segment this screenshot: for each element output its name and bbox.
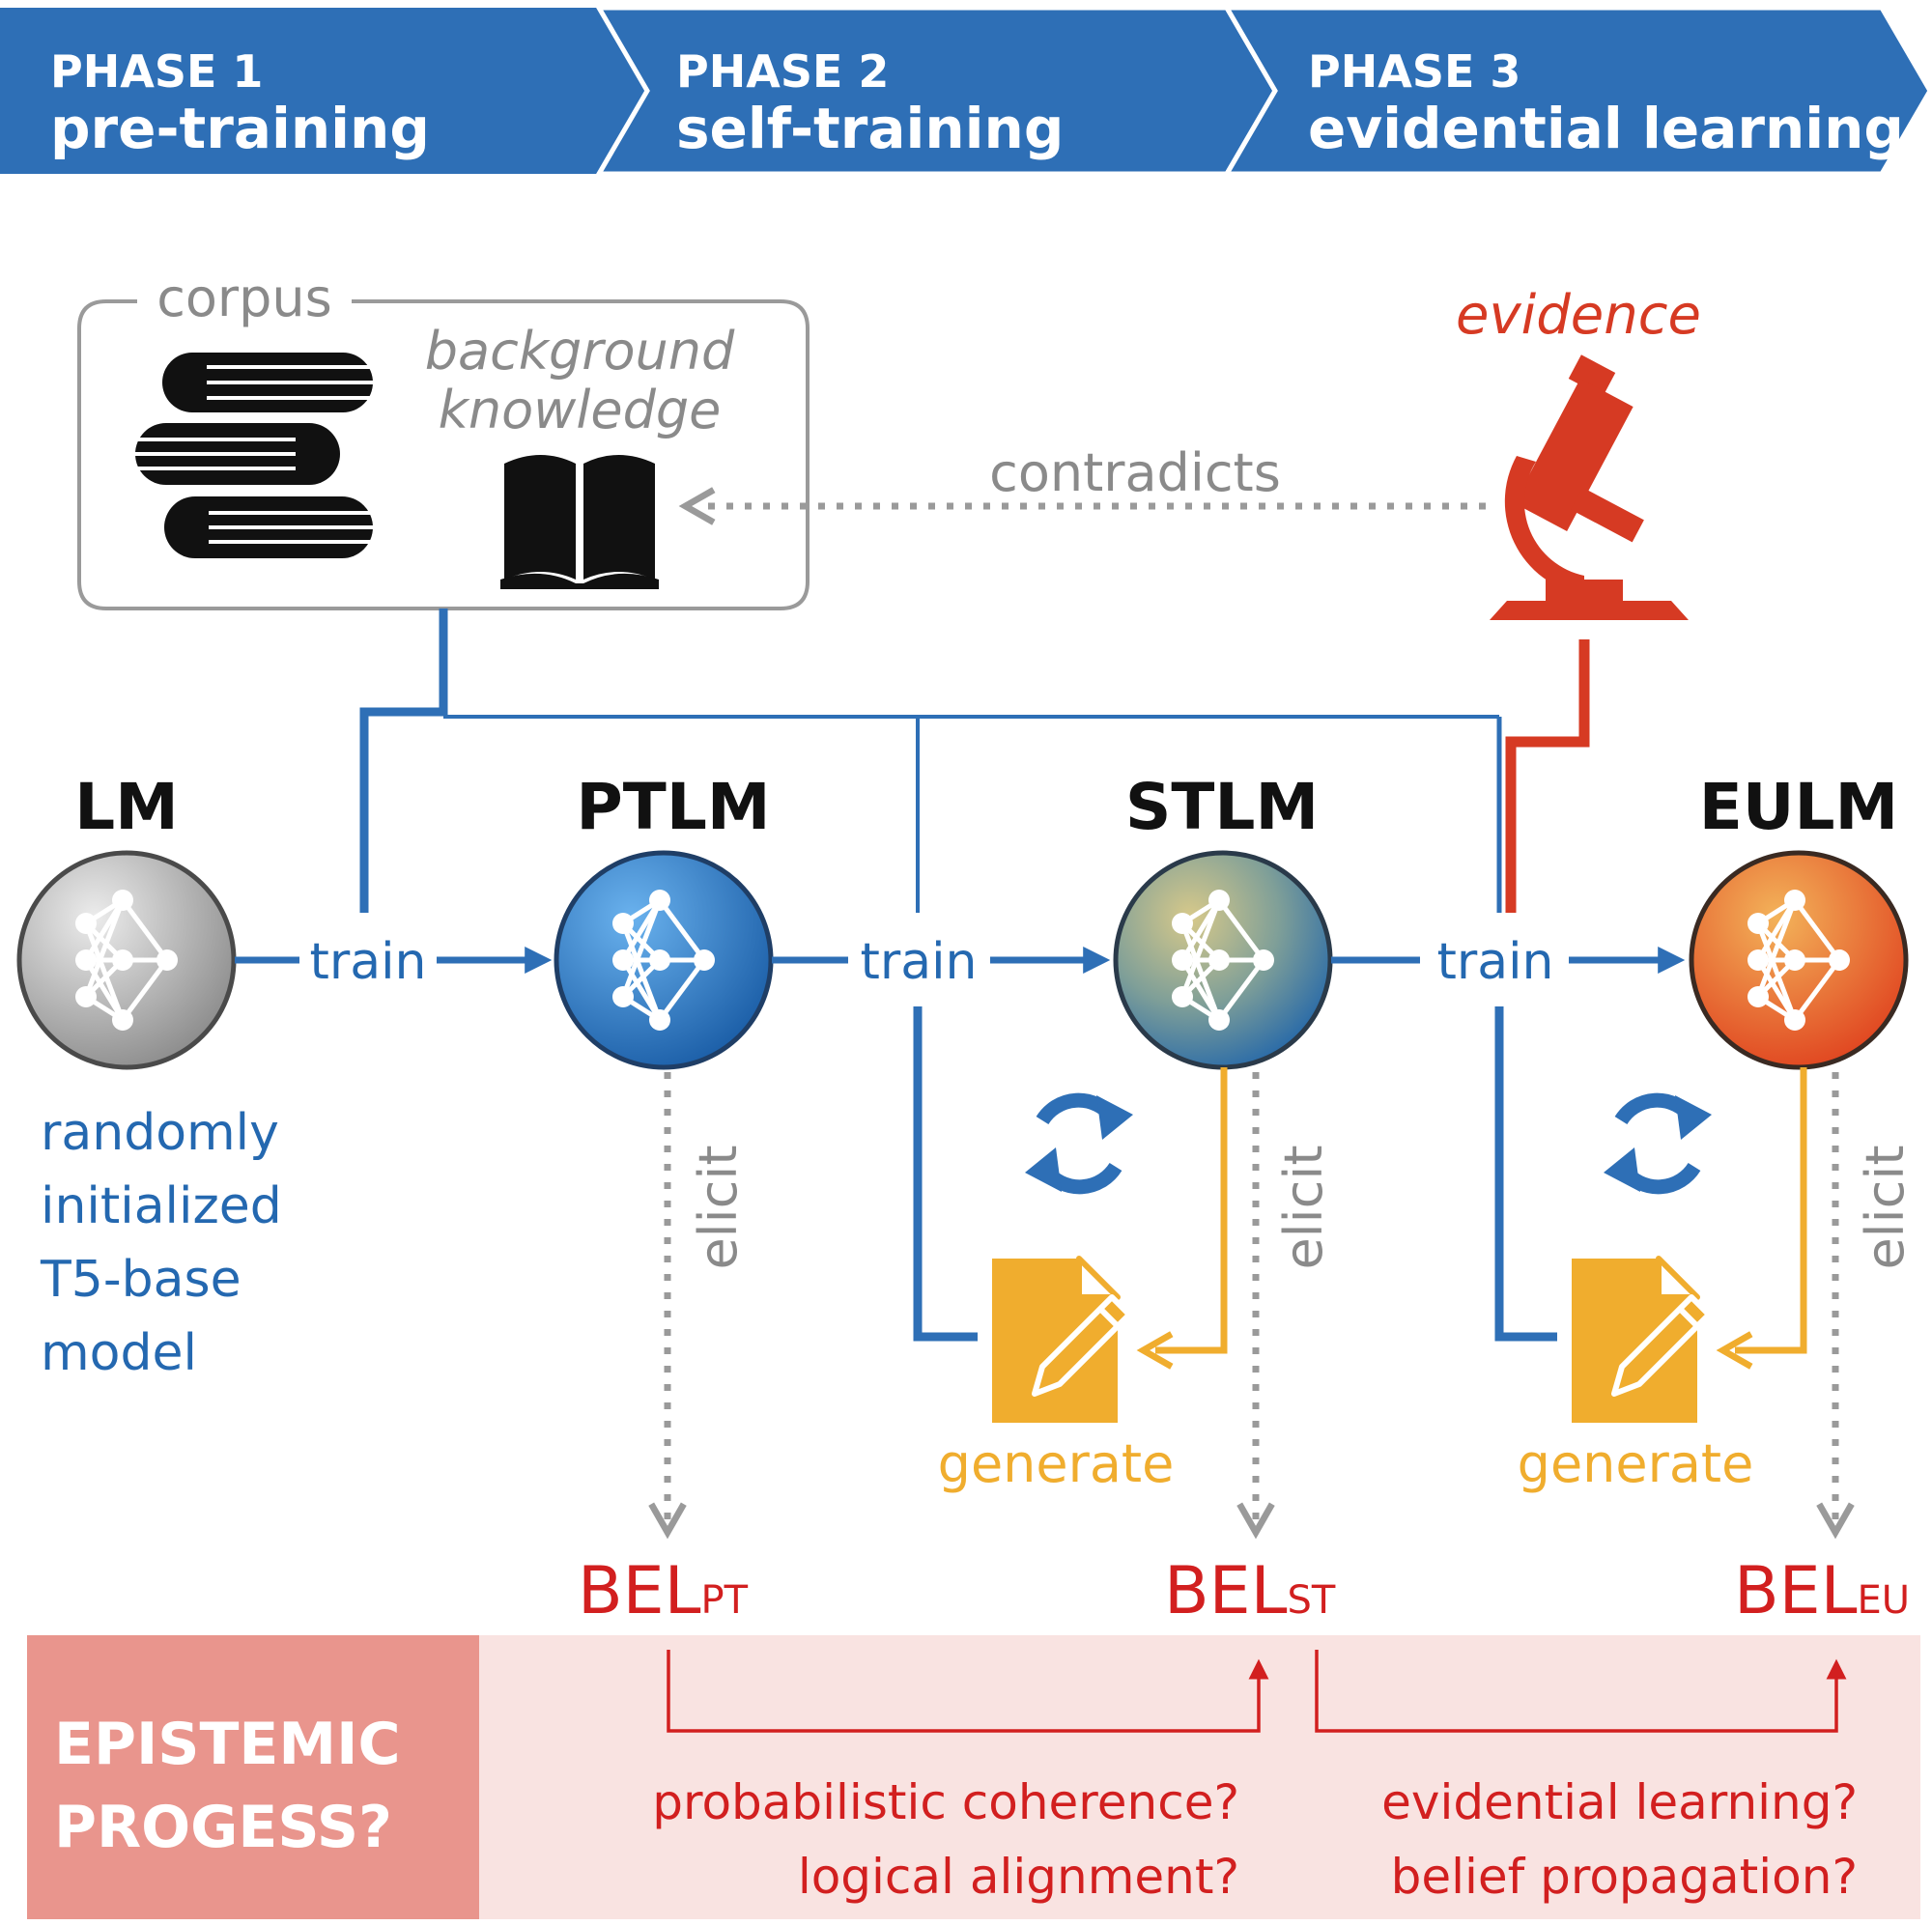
corpus-feed-lines — [359, 609, 1502, 913]
self-training-loop-line-2 — [913, 1006, 978, 1342]
generate-arrow-3 — [1716, 1067, 1807, 1370]
model-name-stlm: STLM — [1125, 770, 1319, 844]
model-name-eulm: EULM — [1699, 770, 1898, 844]
elicit-arrows — [648, 1072, 1855, 1540]
train-label-1: train — [309, 933, 426, 991]
contradicts-label: contradicts — [989, 442, 1281, 503]
model-node-ptlm — [554, 850, 774, 1070]
progress-bracket-right — [1315, 1650, 1847, 1733]
refresh-cycle-icon — [1604, 1095, 1712, 1192]
phase-1-number: PHASE 1 — [50, 45, 263, 98]
model-node-stlm — [1113, 850, 1333, 1070]
phase-2-number: PHASE 2 — [676, 45, 889, 98]
phase-1-chevron — [0, 8, 667, 174]
epistemic-title-line2: PROGESS? — [54, 1794, 392, 1861]
belief-eu-sub: EU — [1858, 1578, 1911, 1623]
question-logical-alignment: logical alignment? — [798, 1849, 1239, 1905]
corpus-box: corpus background knowledge — [77, 268, 810, 610]
books-icon — [135, 353, 373, 558]
evidence-feed-line — [1505, 639, 1590, 913]
train-label-3: train — [1436, 933, 1553, 991]
belief-eu: BELEU — [1734, 1553, 1910, 1629]
phase-2-name: self-training — [676, 96, 1064, 161]
train-label-2: train — [860, 933, 977, 991]
belief-st-base: BEL — [1164, 1553, 1288, 1629]
background-knowledge-line1: background — [425, 321, 735, 382]
phase-3-chevron — [1222, 5, 1932, 177]
lm-desc-line-1: randomly — [41, 1104, 279, 1162]
generate-label-2: generate — [938, 1433, 1175, 1494]
phase-1-name: pre-training — [50, 96, 430, 161]
phase-3-number: PHASE 3 — [1308, 45, 1520, 98]
question-probabilistic-coherence: probabilistic coherence? — [652, 1774, 1239, 1830]
model-node-lm — [16, 850, 237, 1070]
background-knowledge-line2: knowledge — [439, 380, 722, 440]
corpus-label: corpus — [156, 268, 332, 328]
open-book-icon — [500, 455, 659, 589]
belief-st-sub: ST — [1288, 1578, 1336, 1623]
microscope-icon — [1490, 354, 1689, 620]
question-evidential-learning: evidential learning? — [1381, 1774, 1858, 1830]
belief-st: BELST — [1164, 1553, 1336, 1629]
model-node-eulm — [1689, 850, 1909, 1070]
epistemic-progress-panel: EPISTEMIC PROGESS? probabilistic coheren… — [27, 1635, 1920, 1919]
phase-3-name: evidential learning — [1308, 96, 1904, 161]
epistemic-title-line1: EPISTEMIC — [54, 1711, 400, 1778]
question-belief-propagation: belief propagation? — [1391, 1849, 1858, 1905]
lm-desc-line-2: initialized — [41, 1177, 282, 1235]
generate-label-3: generate — [1518, 1433, 1754, 1494]
lm-desc-line-4: model — [41, 1324, 197, 1382]
lm-desc-line-3: T5-base — [40, 1251, 242, 1309]
belief-pt-sub: PT — [701, 1578, 749, 1623]
elicit-label-3: elicit — [1855, 1145, 1916, 1269]
model-name-ptlm: PTLM — [576, 770, 770, 844]
document-edit-icon — [1572, 1259, 1709, 1423]
refresh-cycle-icon — [1025, 1095, 1133, 1192]
phase-banner: PHASE 1 pre-training PHASE 2 self-traini… — [0, 5, 1932, 177]
progress-bracket-left — [667, 1650, 1269, 1733]
lm-description: randomly initialized T5-base model — [40, 1104, 282, 1382]
model-name-lm: LM — [74, 770, 179, 844]
elicit-label-1: elicit — [688, 1145, 749, 1269]
self-training-loop-line-3 — [1494, 1006, 1557, 1342]
elicit-label-2: elicit — [1273, 1145, 1334, 1269]
belief-eu-base: BEL — [1734, 1553, 1858, 1629]
evidence-label: evidence — [1456, 284, 1701, 347]
belief-pt: BELPT — [578, 1553, 749, 1629]
belief-pt-base: BEL — [578, 1553, 701, 1629]
generate-arrow-2 — [1136, 1067, 1228, 1370]
document-edit-icon — [992, 1259, 1129, 1423]
